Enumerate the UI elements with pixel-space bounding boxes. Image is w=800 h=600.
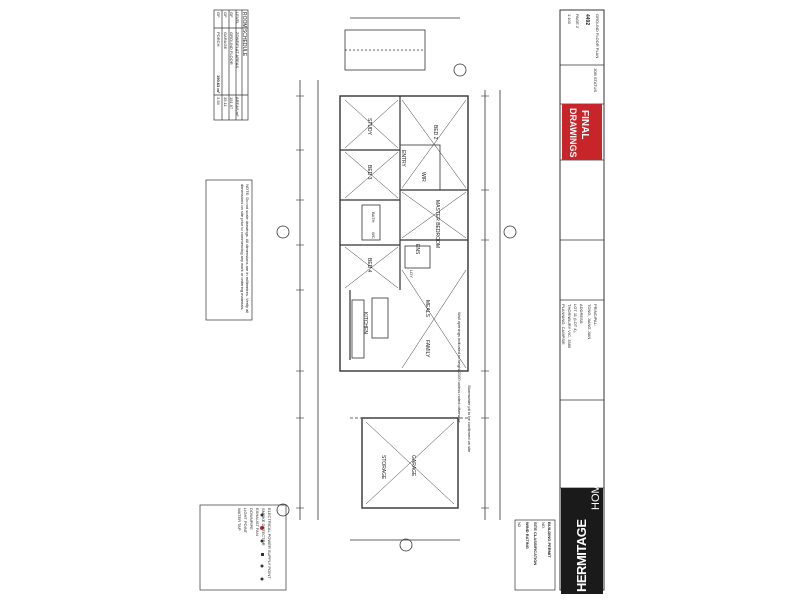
schedule-row-2-level: GF <box>223 12 228 18</box>
room-label-bath: BATH <box>371 212 376 223</box>
legend-item-3: EXHAUST FAN <box>255 508 260 536</box>
scale-value: 1:100 <box>567 14 572 25</box>
schedule-row-3-zone: PORCH <box>216 32 221 47</box>
room-label-storage: STORAGE <box>380 455 386 480</box>
address-street: LOT 11 (LOT 4), <box>573 304 578 333</box>
approval-line-5: N2 <box>517 522 522 528</box>
approval-line-4: WIND RATING <box>525 522 530 549</box>
address-label: ADDRESS: <box>579 304 584 325</box>
room-schedule-title: ROOM SCHEDULE <box>241 12 247 57</box>
schedule-header-areas: AREAS m² <box>235 97 240 117</box>
page-number: PAGE 2 <box>575 14 580 29</box>
room-label-family: FAMILY <box>424 340 430 358</box>
room-label-meals: MEALS <box>424 300 430 317</box>
sheet-number: 4492 <box>584 14 590 26</box>
room-label-wc: WC <box>371 232 376 239</box>
wall-note: Wall openings indicated to height 2100 u… <box>457 312 462 423</box>
legend-item-1: ELECTRICAL POWER SUPPLY POINT <box>267 508 272 579</box>
logo-text-homes: HOMES <box>590 469 602 510</box>
final-drawings-stamp <box>562 104 602 160</box>
schedule-row-1-level: GF <box>229 12 234 18</box>
schedule-row-3-level: GF <box>216 12 221 18</box>
schedule-row-1-zone: GROUND FLOOR <box>229 32 234 65</box>
stamp-final: FINAL <box>579 110 590 140</box>
room-label-kitchen: KITCHEN <box>362 312 368 334</box>
schedule-total: 190.63 m² <box>216 75 221 94</box>
logo-text-hermitage: HERMITAGE <box>574 519 589 592</box>
legend-item-4: DOWNPIPE <box>249 508 254 530</box>
approval-line-1: BUILDING PERMIT <box>547 522 552 558</box>
client-name: TONG, JIANG JIAN <box>587 304 592 340</box>
room-label-bed3: BED 3 <box>366 165 372 180</box>
schedule-row-2-zone: GARAGE <box>223 32 228 50</box>
room-label-master: MASTER BEDROOM <box>434 200 440 249</box>
client-label: PRINCIPAL: <box>593 304 598 326</box>
schedule-header-zone: ZONE/FLAT AREAS <box>235 32 240 69</box>
schedule-row-3-area: 3.54 <box>216 97 221 105</box>
room-label-bed2: BED 2 <box>432 125 438 140</box>
schedule-header-level: LEVEL <box>235 12 240 25</box>
schedule-row-1-area: 151.97 <box>229 97 234 110</box>
legend-item-2: SMOKE DETECTOR <box>261 508 266 546</box>
job-status-label: JOB STATUS <box>593 68 598 93</box>
council-label: PLANNING: CAMPSIE <box>561 304 566 345</box>
room-label-study: STUDY <box>366 118 372 135</box>
room-label-wir: WIR <box>420 172 426 182</box>
room-label-bed4: BED 4 <box>366 258 372 273</box>
legend-item-5: LIGHT POINT <box>243 508 248 534</box>
room-label-garage: GARAGE <box>410 455 416 477</box>
approval-line-2: NO. <box>541 522 546 530</box>
general-notes: NOTE: Do not scale drawings. All dimensi… <box>240 184 250 314</box>
approval-line-3: SITE CLASSIFICATION <box>533 522 538 566</box>
room-label-entry: ENTRY <box>400 150 406 167</box>
drawing-title: GROUND FLOOR PLAN <box>595 14 600 59</box>
address-suburb: THORNBURY VIC, 3385 <box>567 304 572 349</box>
schedule-row-2-area: 35.11 <box>223 97 228 107</box>
hermitage-homes-logo <box>561 488 603 594</box>
room-label-ldy: LDY <box>409 270 414 278</box>
stamp-drawings: DRAWINGS <box>568 108 578 158</box>
drainage-note: Stormwater pit to be confirmed on site <box>467 385 472 453</box>
legend-item-6: WATER TAP <box>237 508 242 531</box>
room-label-ens: ENS <box>414 244 420 255</box>
